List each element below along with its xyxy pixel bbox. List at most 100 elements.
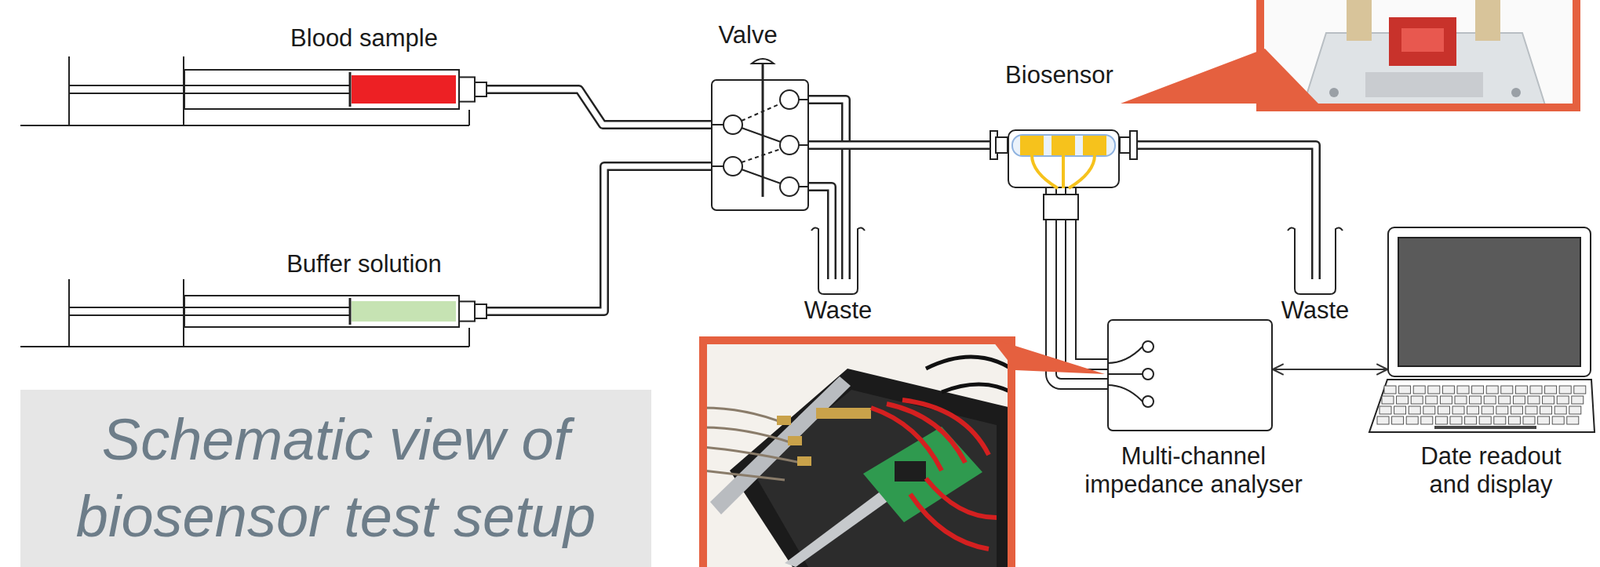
detail-circle bbox=[1142, 341, 1154, 353]
detail-rect bbox=[1260, 0, 1577, 108]
detail-rect bbox=[1515, 386, 1528, 394]
link-line bbox=[1272, 368, 1388, 371]
detail-line bbox=[69, 306, 184, 309]
second-waste-tube bbox=[809, 186, 832, 228]
impedance-analyser: Multi-channel impedance analyser bbox=[1107, 319, 1273, 432]
detail-rect bbox=[1260, 0, 1577, 108]
detail-line bbox=[710, 123, 724, 126]
detail-rect bbox=[351, 75, 456, 104]
detail-rect bbox=[1439, 396, 1452, 405]
detail-rect bbox=[1530, 386, 1542, 394]
detail-polygon bbox=[710, 376, 851, 515]
detail-line bbox=[68, 56, 70, 126]
detail-rect bbox=[1392, 416, 1404, 425]
detail-rect bbox=[1452, 406, 1465, 415]
detail-rect bbox=[787, 436, 802, 446]
detail-polygon bbox=[1369, 379, 1595, 433]
waste-beaker-outline bbox=[811, 224, 865, 296]
detail-rect bbox=[1554, 406, 1567, 415]
detail-rect bbox=[1574, 386, 1586, 394]
detail-rect bbox=[1556, 396, 1569, 405]
detail-line bbox=[741, 103, 781, 121]
detail-rect bbox=[1542, 396, 1555, 405]
detail-path bbox=[1107, 346, 1143, 402]
blood-syringe: Blood sample bbox=[183, 69, 487, 110]
detail-rect bbox=[816, 408, 872, 420]
detail-rect bbox=[894, 461, 926, 482]
detail-rect bbox=[1107, 320, 1272, 431]
detail-rect bbox=[1381, 396, 1394, 405]
detail-rect bbox=[703, 340, 1012, 567]
detail-rect bbox=[1501, 386, 1513, 394]
detail-rect bbox=[1377, 416, 1389, 425]
arrow-carrier bbox=[1272, 368, 1388, 371]
valve-box: Valve bbox=[710, 79, 810, 212]
detail-line bbox=[710, 165, 724, 168]
detail-rect bbox=[1483, 396, 1496, 405]
detail-path bbox=[809, 186, 832, 226]
detail-rect bbox=[776, 415, 791, 426]
detail-rect bbox=[1545, 386, 1557, 394]
laptop-outline bbox=[1387, 226, 1592, 434]
detail-rect bbox=[1012, 134, 1116, 157]
detail-rect bbox=[1425, 396, 1438, 405]
detail-polygon bbox=[990, 338, 1105, 375]
detail-rect bbox=[1552, 416, 1564, 425]
detail-rect bbox=[1406, 416, 1418, 425]
node-label: Valve bbox=[717, 21, 777, 50]
detail-rect bbox=[1396, 396, 1409, 405]
detail-rect bbox=[1410, 396, 1423, 405]
detail-rect bbox=[841, 223, 851, 279]
detail-rect bbox=[1082, 135, 1107, 156]
detail-line bbox=[349, 298, 352, 325]
detail-circle bbox=[779, 135, 799, 155]
detail-rect bbox=[474, 82, 487, 97]
detail-path bbox=[1287, 227, 1343, 295]
detail-rect bbox=[1486, 386, 1498, 394]
arrow-carrier bbox=[809, 144, 1008, 146]
detail-line bbox=[183, 306, 350, 309]
detail-rect bbox=[703, 340, 1012, 567]
detail-rect bbox=[1388, 227, 1591, 377]
detail-rect bbox=[797, 456, 812, 467]
detail-rect bbox=[1051, 135, 1076, 156]
detail-rect bbox=[711, 80, 809, 211]
blood-syringe-outline bbox=[183, 69, 487, 110]
impedance-analyser-outline bbox=[1107, 319, 1273, 432]
detail-line bbox=[20, 346, 470, 348]
detail-rect bbox=[1567, 416, 1579, 425]
detail-rect bbox=[1401, 28, 1444, 52]
detail-line bbox=[798, 185, 810, 188]
detail-line bbox=[741, 149, 781, 163]
detail-g bbox=[710, 99, 810, 187]
data-link bbox=[1272, 369, 1388, 371]
detail-rect bbox=[184, 295, 460, 328]
detail-path bbox=[811, 227, 865, 295]
detail-rect bbox=[1494, 416, 1506, 425]
detail-rect bbox=[1020, 135, 1044, 156]
detail-path bbox=[751, 58, 774, 64]
tube-bore bbox=[486, 166, 711, 312]
detail-rect bbox=[351, 301, 456, 322]
arrow-carrier bbox=[486, 166, 711, 312]
detail-line bbox=[20, 124, 470, 127]
detail-circle bbox=[779, 177, 799, 197]
fluid-tube bbox=[809, 99, 846, 225]
detail-rect bbox=[1538, 416, 1550, 425]
detail-rect bbox=[1384, 386, 1396, 394]
detail-rect bbox=[1408, 406, 1421, 415]
detail-line bbox=[741, 169, 781, 184]
detail-line bbox=[741, 127, 781, 143]
detail-rect bbox=[1498, 396, 1511, 405]
detail-rect bbox=[995, 137, 1008, 154]
detail-rect bbox=[1442, 386, 1455, 394]
detail-circle bbox=[1142, 368, 1154, 380]
detail-line bbox=[841, 223, 844, 280]
detail-rect bbox=[1527, 396, 1540, 405]
blood-syringe-plunger bbox=[20, 56, 470, 126]
detail-polygon bbox=[753, 389, 997, 567]
detail-rect bbox=[1119, 137, 1130, 154]
detail-rect bbox=[1472, 386, 1484, 394]
buffer-syringe-plunger bbox=[20, 279, 470, 347]
detail-rect bbox=[1569, 406, 1582, 415]
